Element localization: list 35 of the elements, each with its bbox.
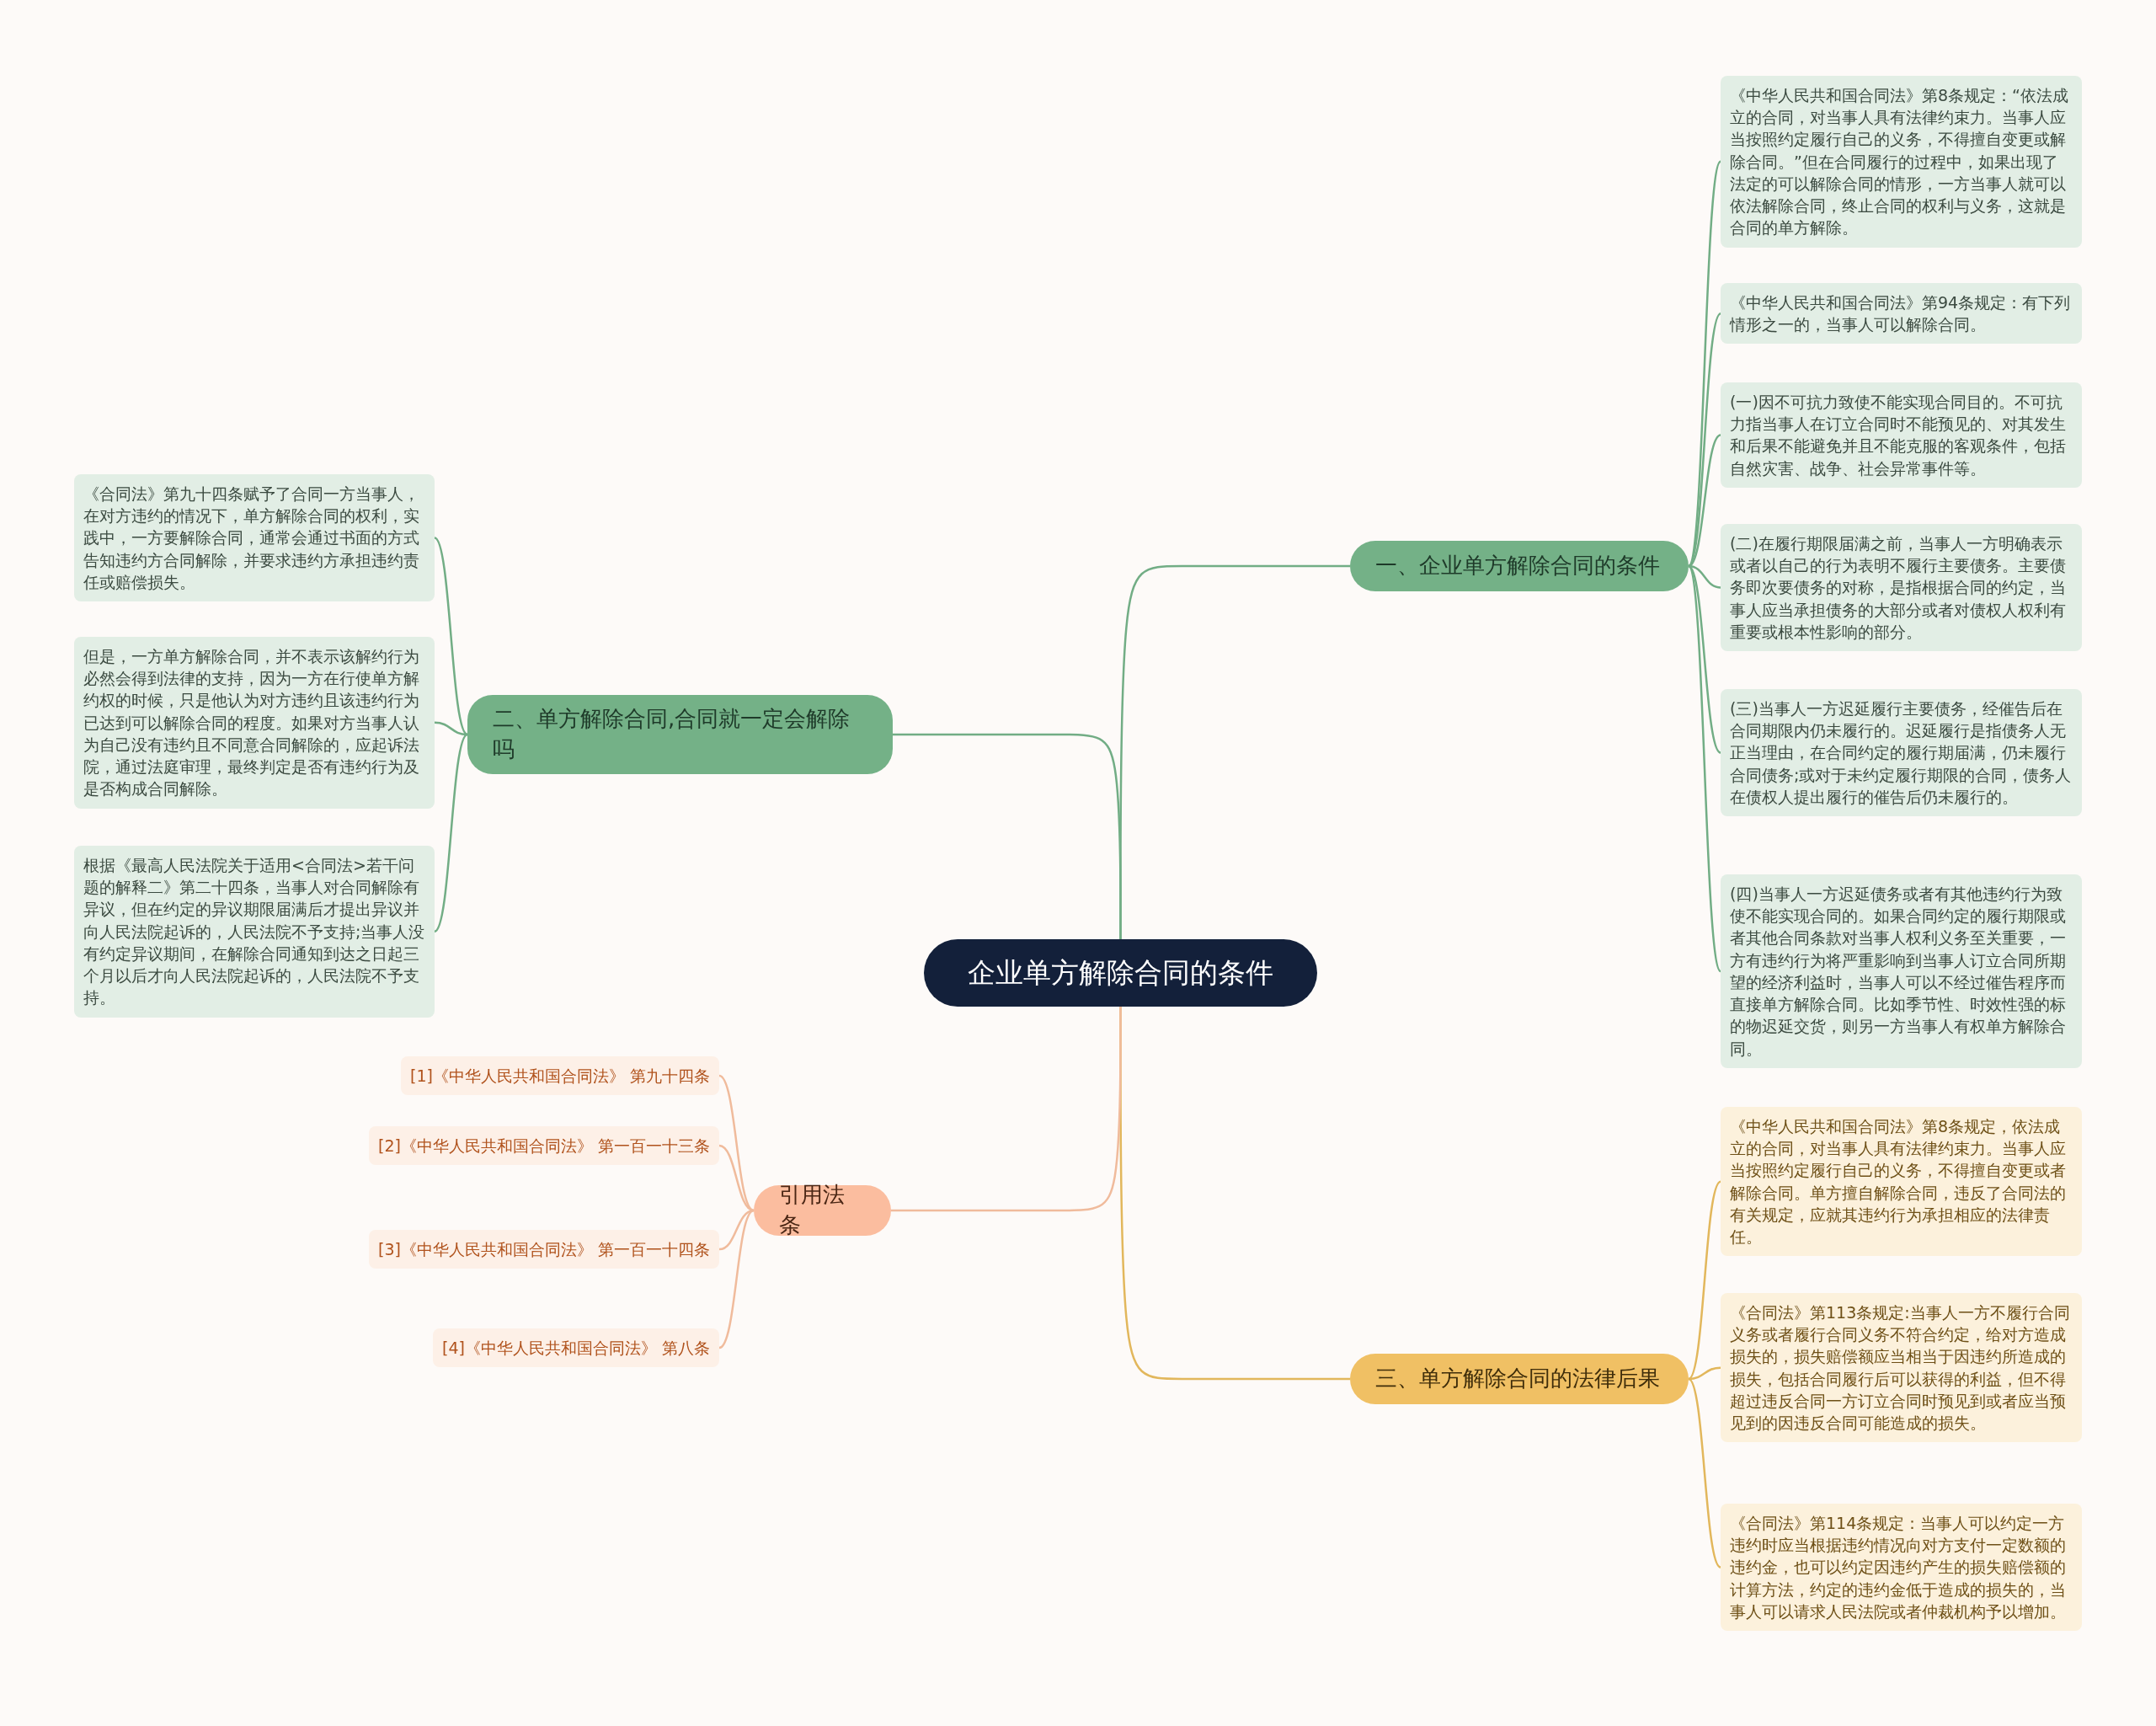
connector-line — [718, 1144, 755, 1212]
note-card: [4]《中华人民共和国合同法》 第八条 — [433, 1328, 719, 1368]
connector-line — [434, 721, 468, 736]
note-card: [1]《中华人民共和国合同法》 第九十四条 — [401, 1056, 719, 1096]
note-card: 根据《最高人民法院关于适用<合同法>若干问题的解释二》第二十四条，当事人对合同解除有异议，但在约定的异议期限届满后才提出异议并向人民法院起诉的，人民法院不予支持;当事人没有约定异议期间，在解除合同通知到达之日起三个月以后才向人民法院起诉的，人民法院不予支持。 — [74, 846, 435, 1018]
connector-line — [893, 733, 1122, 939]
note-card: 《中华人民共和国合同法》第8条规定：“依法成立的合同，对当事人具有法律约束力。当事人应当按照约定履行自己的义务，不得擅自变更或解除合同。”但在合同履行的过程中，如果出现了法定的可以解除合同的情形，一方当事人就可以依法解除合同，终止合同的权利与义务，这就是合同的单方解除。 — [1721, 76, 2082, 248]
central-topic: 企业单方解除合同的条件 — [924, 939, 1317, 1007]
note-card: 但是，一方单方解除合同，并不表示该解约行为必然会得到法律的支持，因为一方在行使单方解约权的时候，只是他认为对方违约且该违约行为已达到可以解除合同的程度。如果对方当事人认为自己没有违约且不同意合同解除的，应起诉法院，通过法庭审理，最终判定是否有违约行为及是否构成合同解除。 — [74, 637, 435, 809]
connector-line — [434, 734, 468, 932]
connector-line — [1688, 1180, 1721, 1380]
connector-line — [1687, 565, 1722, 972]
note-card: 《合同法》第九十四条赋予了合同一方当事人，在对方违约的情况下，单方解除合同的权利，实践中，一方要解除合同，通常会通过书面的方式告知违约方合同解除，并要求违约方承担违约责任或赔偿损失。 — [74, 474, 435, 602]
connector-line — [1688, 1378, 1721, 1568]
connector-line — [718, 1209, 755, 1251]
note-card: 《合同法》第113条规定:当事人一方不履行合同义务或者履行合同义务不符合约定，给对方造成损失的，损失赔偿额应当相当于因违约所造成的损失，包括合同履行后可以获得的利益，但不得超过违反合同一方订立合同时预见到或者应当预见到的因违反合同可能造成的损失。 — [1721, 1293, 2082, 1443]
note-card: 《中华人民共和国合同法》第94条规定：有下列情形之一的，当事人可以解除合同。 — [1721, 283, 2082, 345]
connector-line — [1687, 161, 1722, 567]
branch-topic: 引用法条 — [754, 1185, 891, 1236]
connector-line — [718, 1209, 755, 1349]
note-card: (二)在履行期限届满之前，当事人一方明确表示或者以自己的行为表明不履行主要债务。主要债务即次要债务的对称，是指根据合同的约定，当事人应当承担债务的大部分或者对债权人权利有重要或根本性影响的部分。 — [1721, 524, 2082, 652]
note-card: [3]《中华人民共和国合同法》 第一百一十四条 — [369, 1230, 719, 1269]
note-card: (三)当事人一方迟延履行主要债务，经催告后在合同期限内仍未履行的。迟延履行是指债务人无正当理由，在合同约定的履行期届满，仍未履行合同债务;或对于未约定履行期限的合同，债务人在债权人提出履行的催告后仍未履行的。 — [1721, 689, 2082, 817]
connector-line — [1688, 1366, 1721, 1381]
branch-topic: 三、单方解除合同的法律后果 — [1350, 1354, 1689, 1404]
branch-topic: 二、单方解除合同,合同就一定会解除吗 — [467, 695, 893, 774]
note-card: 《合同法》第114条规定：当事人可以约定一方违约时应当根据违约情况向对方支付一定数额的违约金，也可以约定因违约产生的损失赔偿额的计算方法，约定的违约金低于造成的损失的，当事人可以请求人民法院或者仲裁机构予以增加。 — [1721, 1504, 2082, 1632]
branch-topic: 一、企业单方解除合同的条件 — [1350, 541, 1689, 591]
connector-line — [434, 537, 468, 735]
connector-line — [1688, 313, 1721, 567]
note-card: (四)当事人一方迟延债务或者有其他违约行为致使不能实现合同的。如果合同约定的履行期限或者其他合同条款对当事人权利义务至关重要，一方有违约行为将严重影响到当事人订立合同所期望的经济利益时，当事人可以不经过催告程序而直接单方解除合同。比如季节性、时效性强的标的物迟延交货，则另一方当事人有权单方解除合同。 — [1721, 874, 2082, 1068]
note-card: (一)因不可抗力致使不能实现合同目的。不可抗力指当事人在订立合同时不能预见的、对其发生和后果不能避免并且不能克服的客观条件，包括自然灾害、战争、社会异常事件等。 — [1721, 382, 2082, 488]
note-card: [2]《中华人民共和国合同法》 第一百一十三条 — [369, 1126, 719, 1166]
note-card: 《中华人民共和国合同法》第8条规定，依法成立的合同，对当事人具有法律约束力。当事人应当按照约定履行自己的义务，不得擅自变更或者解除合同。单方擅自解除合同，违反了合同法的有关规定，应就其违约行为承担相应的法律责任。 — [1721, 1107, 2082, 1257]
connector-line — [891, 1007, 1122, 1212]
